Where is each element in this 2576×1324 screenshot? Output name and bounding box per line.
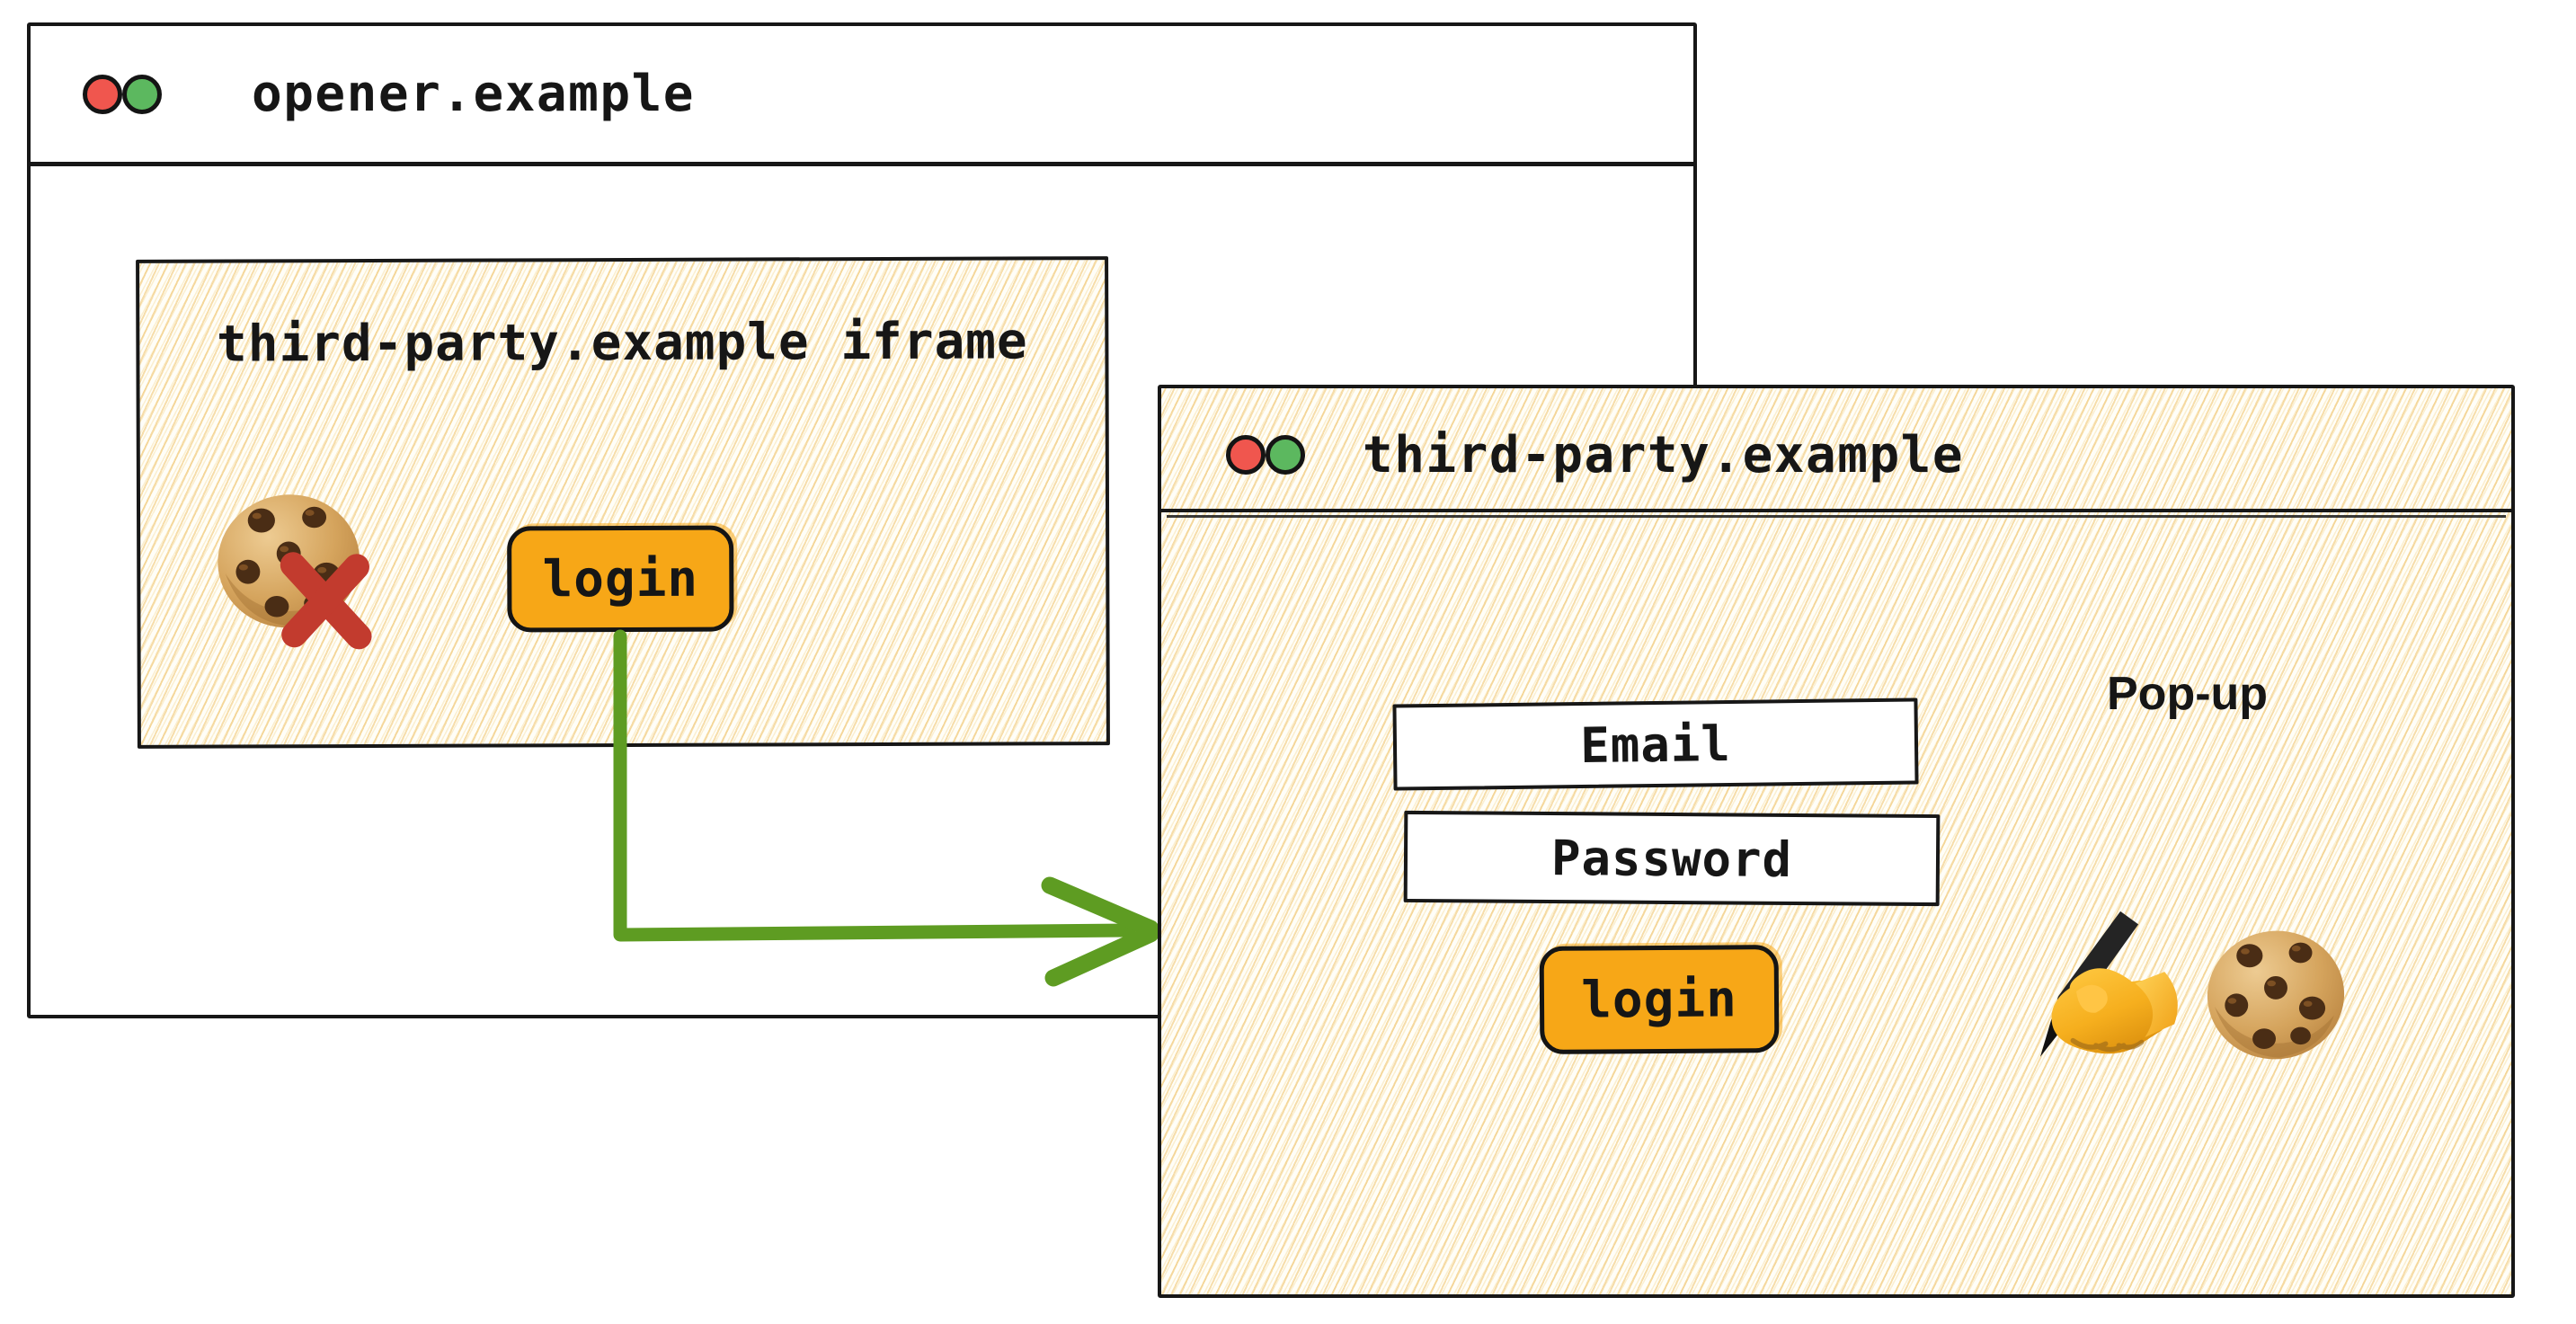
cookie-icon — [2207, 930, 2345, 1060]
writing-hand-icon — [2039, 911, 2178, 1057]
opener-titlebar: opener.example — [31, 26, 1693, 166]
email-field[interactable]: Email — [1392, 698, 1919, 791]
email-field-label: Email — [1579, 715, 1732, 774]
popup-content: Pop-up Email Password login — [1161, 516, 2511, 1294]
iframe-login-label: login — [542, 549, 699, 609]
close-button-icon[interactable] — [1226, 435, 1266, 475]
iframe-login-button[interactable]: login — [507, 525, 734, 633]
iframe-title: third-party.example iframe — [216, 312, 1028, 374]
popup-login-button[interactable]: login — [1539, 945, 1780, 1054]
maximize-button-icon[interactable] — [122, 74, 162, 114]
password-field-label: Password — [1550, 829, 1793, 888]
maximize-button-icon[interactable] — [1266, 435, 1305, 475]
password-field[interactable]: Password — [1403, 810, 1941, 907]
popup-titlebar: third-party.example — [1161, 388, 2511, 518]
popup-window: third-party.example Pop-up Email Passwor… — [1158, 385, 2515, 1298]
close-button-icon[interactable] — [83, 74, 122, 114]
popup-badge-label: Pop-up — [2107, 668, 2269, 720]
third-party-iframe: third-party.example iframe — [136, 256, 1110, 749]
popup-window-title: third-party.example — [1363, 425, 1965, 484]
opener-window-title: opener.example — [252, 65, 696, 123]
blocked-cross-icon — [280, 552, 372, 650]
popup-login-label: login — [1580, 969, 1738, 1030]
